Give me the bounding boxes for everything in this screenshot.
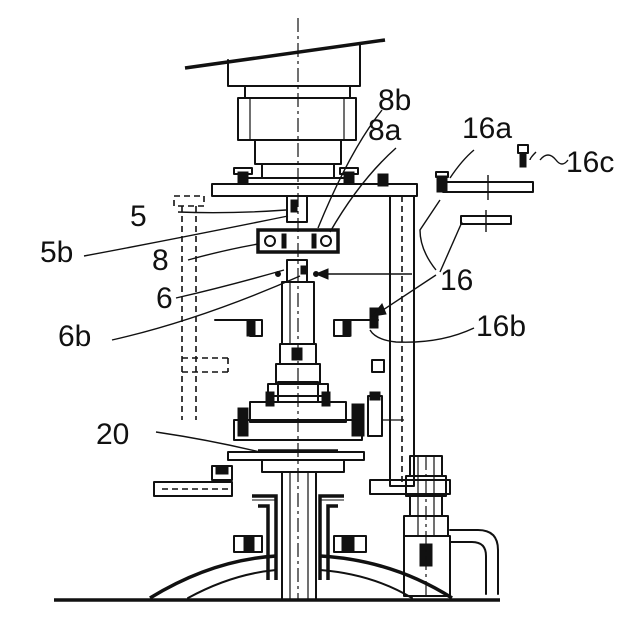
label-16a: 16a	[462, 112, 512, 145]
upper-mounting-plate	[212, 168, 417, 196]
bushing-left	[234, 496, 276, 580]
label-8a: 8a	[368, 114, 402, 147]
label-16c-leader	[540, 155, 568, 164]
label-16: 16	[440, 264, 473, 297]
label-20: 20	[96, 418, 129, 451]
top-frame-plate	[185, 40, 385, 86]
label-8: 8	[152, 244, 169, 277]
label-5b: 5b	[40, 236, 73, 269]
drive-unit	[238, 18, 356, 600]
label-6: 6	[156, 282, 173, 315]
bracket-left-16	[215, 320, 262, 336]
lower-flange	[228, 451, 364, 472]
label-16b: 16b	[476, 310, 526, 343]
label-5: 5	[130, 200, 147, 233]
label-16c: 16c	[566, 146, 614, 179]
guide-rod-assembly	[370, 196, 450, 494]
label-6b: 6b	[58, 320, 91, 353]
base-shaft	[282, 472, 316, 600]
label-8b: 8b	[378, 84, 411, 117]
gearbox-assembly	[234, 382, 404, 440]
exploded-bolt-16c	[518, 145, 528, 167]
exploded-washer	[461, 210, 511, 232]
hose	[450, 530, 498, 594]
left-arm	[154, 466, 232, 496]
shaft-5	[287, 196, 307, 222]
bushing-right	[320, 496, 366, 580]
